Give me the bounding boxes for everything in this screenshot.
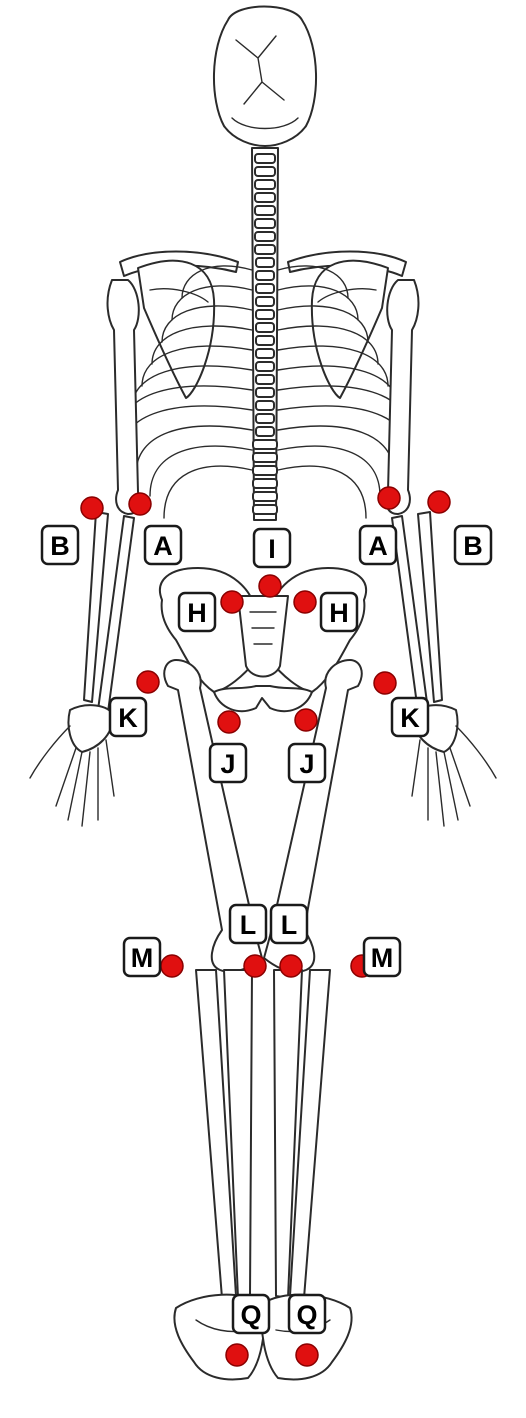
marker-dot: [161, 955, 183, 977]
marker-label: K: [118, 703, 138, 733]
marker-label: Q: [296, 1300, 317, 1330]
marker-label: Q: [240, 1300, 261, 1330]
marker-dot: [218, 711, 240, 733]
marker-dot: [221, 591, 243, 613]
marker-b-left: B: [428, 491, 491, 564]
marker-label: B: [463, 531, 483, 561]
marker-label: M: [131, 943, 154, 973]
marker-label: A: [153, 531, 173, 561]
marker-dot: [137, 671, 159, 693]
marker-m-right: M: [124, 938, 183, 977]
marker-dot: [296, 1344, 318, 1366]
marker-label: K: [400, 703, 420, 733]
marker-k-right: K: [110, 671, 159, 736]
marker-label: J: [299, 749, 314, 779]
marker-m-left: M: [351, 938, 400, 977]
marker-j-right: J: [210, 711, 246, 782]
marker-dot: [280, 955, 302, 977]
marker-dot: [428, 491, 450, 513]
marker-label: L: [240, 910, 257, 940]
marker-dot: [294, 591, 316, 613]
marker-dot: [129, 493, 151, 515]
marker-a-right: A: [129, 493, 181, 564]
marker-label: I: [268, 534, 276, 564]
marker-label: J: [220, 749, 235, 779]
marker-label: H: [187, 598, 207, 628]
marker-dot: [378, 487, 400, 509]
marker-dot: [259, 575, 281, 597]
marker-dot: [81, 497, 103, 519]
marker-label: M: [371, 943, 394, 973]
marker-label: L: [281, 910, 298, 940]
marker-dot: [374, 672, 396, 694]
marker-label: B: [50, 531, 70, 561]
marker-label: H: [329, 598, 349, 628]
marker-dot: [244, 955, 266, 977]
marker-dot: [295, 709, 317, 731]
marker-label: A: [368, 531, 388, 561]
skull: [214, 7, 316, 147]
spine: [252, 148, 278, 520]
marker-dot: [226, 1344, 248, 1366]
